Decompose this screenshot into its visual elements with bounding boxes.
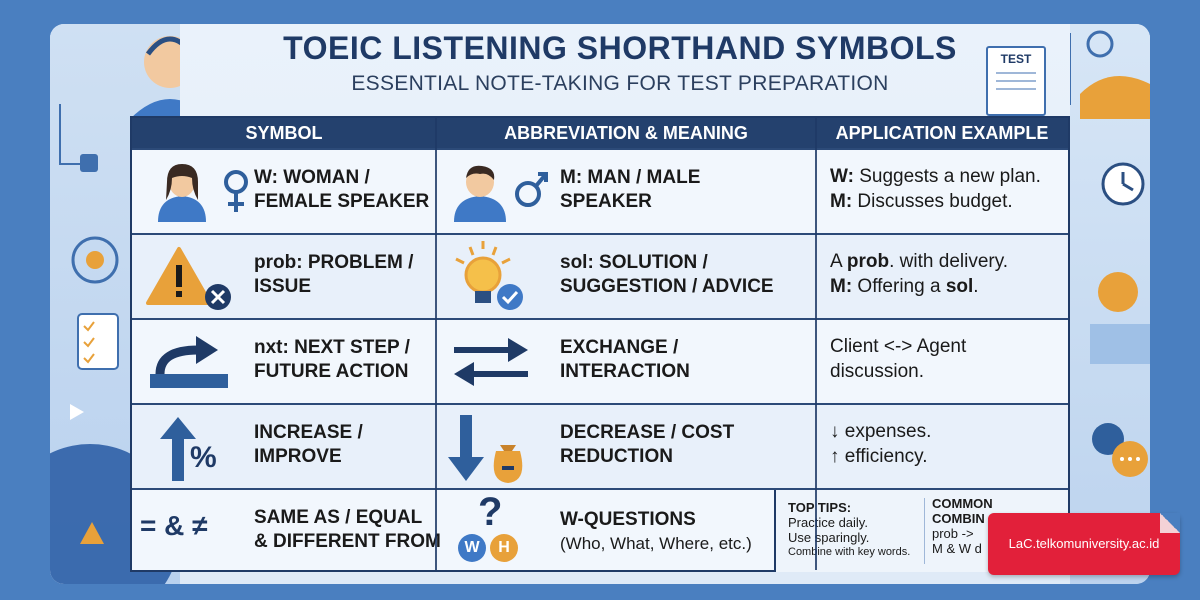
test-document-icon: TEST xyxy=(986,46,1046,116)
equal-not-equal-symbol: = & ≠ xyxy=(140,510,208,541)
man-speaker-icon xyxy=(454,165,548,222)
checklist-icon xyxy=(77,313,119,370)
male-symbol-icon xyxy=(515,181,541,207)
row5-mid-label-line2: (Who, What, Where, etc.) xyxy=(560,534,752,553)
row2-example-sol: sol xyxy=(945,276,974,297)
chat-icon-small xyxy=(1092,423,1124,455)
table-header: SYMBOL ABBREVIATION & MEANING APPLICATIO… xyxy=(132,118,1068,148)
row2-mid-label-line2: SUGGESTION / ADVICE xyxy=(560,276,774,297)
badge-page-curl xyxy=(1160,513,1180,533)
row2-left-label-line2: ISSUE xyxy=(254,276,312,297)
row2-example-prob: prob xyxy=(846,251,890,272)
w-badge-icon: W xyxy=(458,534,486,562)
row4-left-label-line1: INCREASE / xyxy=(254,422,363,443)
table-row: prob: PROBLEM / ISSUE sol: SOLUTION / SU… xyxy=(132,233,1068,318)
row1-example-text2: Discusses budget. xyxy=(852,191,1013,212)
infographic-board: TEST TOEIC LISTENING SHORTHAND SYMBOLS E… xyxy=(50,24,1150,584)
page-subtitle: ESSENTIAL NOTE-TAKING FOR TEST PREPARATI… xyxy=(351,72,889,95)
row2-left-label-line1: prob: PROBLEM / xyxy=(254,252,414,273)
row1-mid-label-line1: M: MAN / MALE xyxy=(560,167,701,188)
table-row: W: WOMAN / FEMALE SPEAKER M: MAN / MALE … xyxy=(132,148,1068,233)
warning-problem-icon xyxy=(146,247,231,310)
eye-icon xyxy=(71,236,119,284)
row4-example: ↓ expenses. ↑ efficiency. xyxy=(830,419,931,469)
common-title-line1: COMMON xyxy=(932,496,993,511)
tips-divider xyxy=(924,498,925,564)
row1-example: W: Suggests a new plan. M: Discusses bud… xyxy=(830,164,1041,214)
exchange-arrows-icon xyxy=(454,338,528,386)
tips-title: TOP TIPS: xyxy=(788,500,852,515)
row1-left-label-line1: W: WOMAN / xyxy=(254,167,370,188)
row1-example-text1: Suggests a new plan. xyxy=(853,166,1041,187)
triangle-icon xyxy=(80,522,104,544)
page-title: TOEIC LISTENING SHORTHAND SYMBOLS xyxy=(283,30,957,66)
row3-left-label-line2: FUTURE ACTION xyxy=(254,361,409,382)
test-label: TEST xyxy=(1000,52,1032,66)
row3-left-label-line1: nxt: NEXT STEP / xyxy=(254,337,410,358)
tips-line2: Use sparingly. xyxy=(788,530,870,545)
row4-left-label-line2: IMPROVE xyxy=(254,446,342,467)
table-row: nxt: NEXT STEP / FUTURE ACTION EXCHANGE … xyxy=(132,318,1068,403)
h-badge-icon: H xyxy=(490,534,518,562)
row5-left-label-line2: & DIFFERENT FROM xyxy=(254,531,441,552)
row4-mid-label-line1: DECREASE / COST xyxy=(560,422,735,443)
question-mark-icon: ? xyxy=(478,490,503,534)
female-symbol-icon xyxy=(224,170,248,194)
right-decoration-panel xyxy=(1070,24,1150,584)
increase-arrow-icon xyxy=(160,417,196,481)
shorthand-table: SYMBOL ABBREVIATION & MEANING APPLICATIO… xyxy=(130,116,1070,572)
row1-example-m: M: xyxy=(830,191,853,212)
next-step-arrow-icon xyxy=(150,336,228,388)
common-combinations: COMMON COMBIN prob -> M & W d xyxy=(932,496,993,556)
row2-mid-label-line1: sol: SOLUTION / xyxy=(560,252,708,273)
column-header-abbreviation: ABBREVIATION & MEANING xyxy=(504,123,748,143)
common-title-line2: COMBIN xyxy=(932,511,985,526)
row2-example-text1: . with delivery. xyxy=(889,251,1009,272)
tips-line3: Combine with key words. xyxy=(788,546,911,558)
decrease-arrow-money-bag-icon xyxy=(448,415,523,483)
common-line1: prob -> xyxy=(932,526,974,541)
common-line2: M & W d xyxy=(932,541,982,556)
lightbulb-solution-icon xyxy=(455,241,523,310)
tips-line1: Practice daily. xyxy=(788,515,868,530)
row4-mid-label-line2: REDUCTION xyxy=(560,446,673,467)
check-circle-icon xyxy=(497,284,523,310)
row5-mid-label-line1: W-QUESTIONS xyxy=(560,509,696,530)
row2-example-a: A xyxy=(830,251,847,272)
row3-mid-label-line2: INTERACTION xyxy=(560,361,690,382)
row2-example: A prob. with delivery. M: Offering a sol… xyxy=(830,249,1008,299)
chat-bubble-icon xyxy=(1098,272,1138,312)
row2-example-period: . xyxy=(973,276,979,297)
row3-example-line1: Client <-> Agent xyxy=(830,336,967,357)
top-tips: TOP TIPS: Practice daily. Use sparingly.… xyxy=(788,500,910,560)
row3-example: Client <-> Agent discussion. xyxy=(830,334,966,384)
row1-left-label-line2: FEMALE SPEAKER xyxy=(254,191,430,212)
column-header-example: APPLICATION EXAMPLE xyxy=(835,123,1049,143)
source-badge[interactable]: LaC.telkomuniversity.ac.id xyxy=(988,513,1180,575)
row3-mid-label-line1: EXCHANGE / xyxy=(560,337,679,358)
column-header-symbol: SYMBOL xyxy=(245,123,323,143)
row4-example-line1: ↓ expenses. xyxy=(830,421,932,442)
table-row: % INCREASE / IMPROVE DECREASE / COST RED… xyxy=(132,403,1068,488)
percent-icon: % xyxy=(190,441,217,474)
woman-speaker-icon xyxy=(158,164,248,222)
column-divider xyxy=(815,118,817,570)
row2-example-m: M: xyxy=(830,276,853,297)
row2-example-text2: Offering a xyxy=(852,276,946,297)
row1-mid-label-line2: SPEAKER xyxy=(560,191,652,212)
row3-example-line2: discussion. xyxy=(830,361,924,382)
row5-left-label-line1: SAME AS / EQUAL xyxy=(254,507,423,528)
column-divider xyxy=(435,118,437,570)
table-row: = & ≠ SAME AS / EQUAL & DIFFERENT FROM ?… xyxy=(132,488,1068,572)
right-decoration-art xyxy=(1070,30,1150,477)
row1-example-w: W: xyxy=(830,166,854,187)
row4-example-line2: ↑ efficiency. xyxy=(830,446,928,467)
